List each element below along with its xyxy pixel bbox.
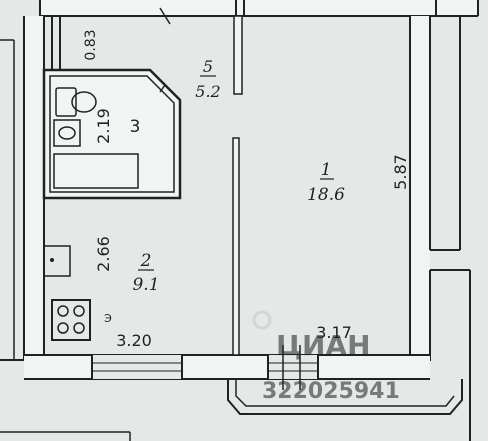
stove-symbol: Э <box>104 312 112 325</box>
watermark-id: 322025941 <box>262 379 400 404</box>
bath-height-dimension: 2.19 <box>94 108 113 144</box>
partition-upper <box>233 15 243 95</box>
room-1-height-dimension: 5.87 <box>391 154 410 190</box>
watermark: ЦИАН 322025941 <box>252 310 400 404</box>
top-wall <box>39 0 479 17</box>
room-3-number: 3 <box>130 117 141 137</box>
room-1-width-dimension: 3.17 <box>316 323 352 342</box>
sink-icon <box>53 119 81 147</box>
balcony-door <box>267 345 319 390</box>
room-2-number: 2 <box>140 251 152 271</box>
toilet-icon <box>55 87 97 117</box>
closet-column <box>43 16 61 70</box>
room-2-area: 9.1 <box>132 275 159 295</box>
closet-width-dimension: 0.83 <box>83 29 99 60</box>
room-1-number: 1 <box>321 160 332 180</box>
room-5-number: 5 <box>203 57 213 76</box>
stove-icon <box>51 299 91 341</box>
door-mark <box>159 7 171 25</box>
kitchen-height-dimension: 2.66 <box>94 236 113 272</box>
lower-strip <box>0 431 131 441</box>
balcony <box>227 379 463 415</box>
kitchen-width-dimension: 3.20 <box>116 331 152 350</box>
kitchen-sink-icon <box>43 245 71 277</box>
bathroom <box>42 68 182 200</box>
kitchen-window <box>91 355 183 379</box>
right-wall <box>409 16 471 441</box>
partition-lower <box>232 137 240 356</box>
bathtub-icon <box>53 153 139 189</box>
room-5-area: 5.2 <box>195 82 220 101</box>
room-1-area: 18.6 <box>307 185 345 205</box>
watermark-brand: ЦИАН <box>276 329 371 362</box>
